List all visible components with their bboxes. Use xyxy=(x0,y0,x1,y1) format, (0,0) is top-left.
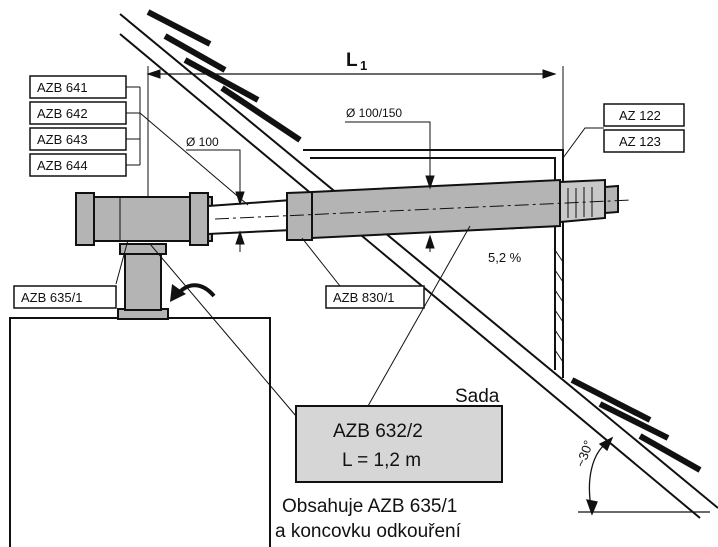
terminal-section xyxy=(559,178,606,224)
label-azb-642: AZB 642 xyxy=(37,106,88,121)
length-label-subscript: 1 xyxy=(360,58,367,73)
slope-label: 5,2 % xyxy=(488,250,522,265)
roof-tile xyxy=(220,85,302,143)
label-az-123: AZ 123 xyxy=(619,134,661,149)
kit-heading: Sada xyxy=(455,386,500,407)
right-leader-line xyxy=(562,127,604,159)
roof-tile xyxy=(598,401,670,441)
kit-box-line1: AZB 632/2 xyxy=(333,421,423,442)
wall-hatch xyxy=(554,269,564,283)
roof-tile xyxy=(163,33,227,73)
slope-reference-line xyxy=(429,227,531,233)
terminal-tip xyxy=(604,184,619,215)
boiler xyxy=(9,308,271,547)
label-azb-644: AZB 644 xyxy=(37,158,88,173)
kit-note-line1: Obsahuje AZB 635/1 xyxy=(282,496,457,517)
vertical-pipe-collar xyxy=(119,243,167,255)
rotate-arrow-icon-head xyxy=(170,284,186,302)
label-azb-641: AZB 641 xyxy=(37,80,88,95)
boiler-body xyxy=(9,317,271,547)
left-label-stack xyxy=(29,75,127,177)
dia-100-label: Ø 100 xyxy=(186,135,219,149)
label-azb-635: AZB 635/1 xyxy=(21,290,82,305)
pipe-joint xyxy=(286,190,313,241)
roof-line-lower xyxy=(119,33,701,519)
roof-line-upper xyxy=(119,13,718,509)
roof-tile xyxy=(638,433,702,473)
right-label-stack xyxy=(603,103,685,153)
length-label: L xyxy=(346,50,358,71)
pipe-centerline xyxy=(214,199,633,220)
wall-hatch xyxy=(554,329,564,343)
outer-pipe-body xyxy=(311,178,561,240)
roof-angle-indicator xyxy=(578,436,710,516)
dia-100-150-label: Ø 100/150 xyxy=(346,106,402,120)
wall-hatch xyxy=(554,289,564,303)
kit-note-line2: a koncovku odkouření xyxy=(275,521,462,542)
sloped-flue-pipe xyxy=(207,178,619,241)
tee-piece xyxy=(75,192,213,246)
wall-hatch xyxy=(554,249,564,263)
roof-tile xyxy=(183,57,260,103)
roof-tile xyxy=(570,377,652,423)
kit-box xyxy=(295,405,503,483)
vertical-pipe xyxy=(124,249,162,311)
roof xyxy=(119,9,718,519)
azb-635-leader xyxy=(115,239,129,285)
dia-100-150-marker xyxy=(345,121,435,252)
azb-830-leader xyxy=(301,237,341,287)
wall-hatch xyxy=(554,349,564,363)
label-azb-830: AZB 830/1 xyxy=(333,290,394,305)
attic-wall-inner xyxy=(310,157,556,370)
wall-hatch xyxy=(554,309,564,323)
kit-leader-lines xyxy=(149,225,471,417)
roof-tile xyxy=(146,9,212,47)
label-azb-635-box xyxy=(13,285,117,309)
kit-box-line2: L = 1,2 m xyxy=(342,450,421,471)
label-az-122: AZ 122 xyxy=(619,108,661,123)
left-leader-lines xyxy=(126,86,249,206)
label-azb-643: AZB 643 xyxy=(37,132,88,147)
length-dimension xyxy=(146,66,564,202)
label-azb-830-box xyxy=(325,285,425,309)
